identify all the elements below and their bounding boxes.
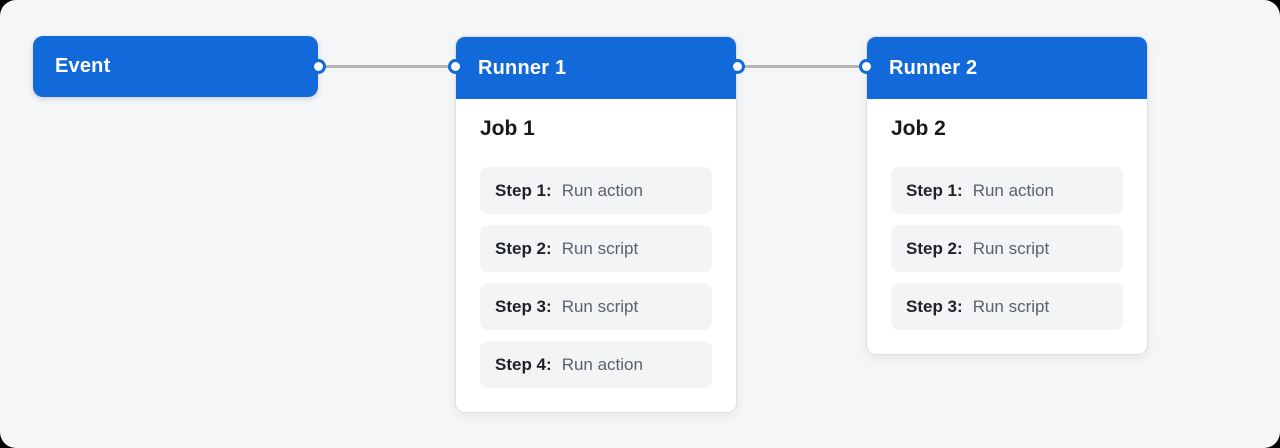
step-label: Step 1: [906, 180, 963, 200]
connector-dot-runner1-right [730, 59, 745, 74]
step-label: Step 2: [495, 238, 552, 258]
step-label: Step 3: [495, 296, 552, 316]
job1-step-3: Step 3: Run script [480, 283, 712, 330]
job2-step-3: Step 3: Run script [891, 283, 1123, 330]
event-node: Event [33, 36, 318, 97]
event-node-label: Event [55, 55, 111, 77]
job2-step-1: Step 1: Run action [891, 167, 1123, 214]
step-label: Step 4: [495, 354, 552, 374]
runner2-body: Job 2 Step 1: Run action Step 2: Run scr… [867, 99, 1147, 354]
runner1-title: Runner 1 [478, 56, 567, 79]
step-action: Run script [561, 296, 639, 316]
runner1-body: Job 1 Step 1: Run action Step 2: Run scr… [456, 99, 736, 412]
step-label: Step 1: [495, 180, 552, 200]
step-action: Run action [561, 180, 643, 200]
step-label: Step 2: [906, 238, 963, 258]
step-action: Run action [561, 354, 643, 374]
job2-step-2: Step 2: Run script [891, 225, 1123, 272]
job1-title: Job 1 [480, 117, 535, 140]
runner2-card: Runner 2 Job 2 Step 1: Run action Step 2… [866, 36, 1148, 355]
runner1-header: Runner 1 [456, 37, 736, 99]
connector-dot-runner2-left [859, 59, 874, 74]
step-action: Run script [972, 296, 1050, 316]
connector-line-event-to-runner1 [318, 65, 455, 68]
connector-dot-runner1-left [448, 59, 463, 74]
job1-step-4: Step 4: Run action [480, 341, 712, 388]
step-action: Run action [972, 180, 1054, 200]
job1-step-2: Step 2: Run script [480, 225, 712, 272]
step-action: Run script [561, 238, 639, 258]
job2-title: Job 2 [891, 117, 946, 140]
step-action: Run script [972, 238, 1050, 258]
job2-steps-list: Step 1: Run action Step 2: Run script St… [891, 167, 1123, 330]
runner1-card: Runner 1 Job 1 Step 1: Run action Step 2… [455, 36, 737, 413]
connector-line-runner1-to-runner2 [738, 65, 866, 68]
connector-dot-event-right [311, 59, 326, 74]
job1-step-1: Step 1: Run action [480, 167, 712, 214]
step-label: Step 3: [906, 296, 963, 316]
job1-steps-list: Step 1: Run action Step 2: Run script St… [480, 167, 712, 388]
runner2-title: Runner 2 [889, 56, 978, 79]
runner2-header: Runner 2 [867, 37, 1147, 99]
